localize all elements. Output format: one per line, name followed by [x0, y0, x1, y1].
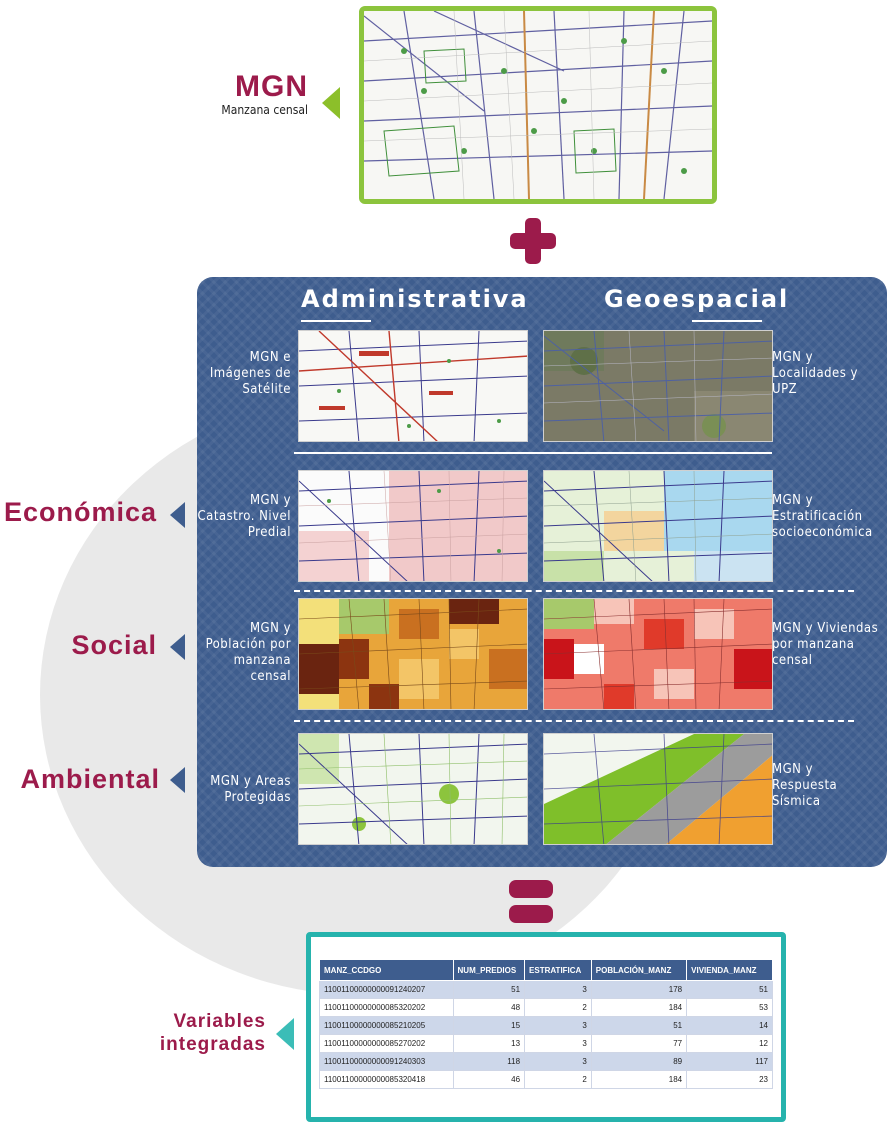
- map-estratificacion: [543, 470, 773, 582]
- label-mgn-poblacion: MGN y Población por manzana censal: [205, 621, 291, 684]
- mgn-subtitle: Manzana censal: [221, 103, 308, 117]
- cell: 23: [686, 1070, 773, 1089]
- result-title-line2: integradas: [159, 1034, 266, 1055]
- table-row: 11001100000000085320418 46 2 184 23: [319, 1070, 773, 1089]
- label-mgn-viviendas: MGN y Viviendas por manzana censal: [772, 621, 879, 668]
- cell: 117: [686, 1052, 773, 1071]
- cell: 51: [590, 1016, 688, 1035]
- equals-icon-bottom: [509, 905, 553, 923]
- col-vivienda-manz: VIVIENDA_MANZ: [686, 959, 773, 981]
- cell: 12: [686, 1034, 773, 1053]
- cell: 11001100000000091240207: [319, 980, 454, 999]
- table-row: 11001100000000085320202 48 2 184 53: [319, 998, 773, 1017]
- table-row: 11001100000000091240207 51 3 178 51: [319, 980, 773, 999]
- map-poblacion-manzana: [298, 598, 528, 710]
- side-title-social: Social: [71, 630, 157, 660]
- divider-solid: [294, 452, 772, 454]
- label-mgn-imagenes: MGN e Imágenes de Satélite: [209, 350, 291, 397]
- map-catastro-predial: [298, 470, 528, 582]
- result-title-line1: Variables: [173, 1011, 266, 1032]
- cell: 11001100000000085210205: [319, 1016, 454, 1035]
- column-underline: [301, 320, 371, 322]
- teal-pointer-icon: [276, 1018, 294, 1050]
- cell: 13: [452, 1034, 526, 1053]
- cell: 46: [452, 1070, 526, 1089]
- map-respuesta-sismica: [543, 733, 773, 845]
- cell: 3: [524, 980, 592, 999]
- cell: 178: [590, 980, 688, 999]
- cell: 11001100000000085320202: [319, 998, 454, 1017]
- side-title-economica: Económica: [3, 497, 157, 527]
- label-mgn-estratificacion: MGN y Estratificación socioeconómica: [772, 493, 873, 540]
- result-table-frame: MANZ_CCDGO NUM_PREDIOS ESTRATIFICA POBLA…: [306, 932, 786, 1122]
- blue-pointer-icon: [170, 634, 185, 660]
- table-header-row: MANZ_CCDGO NUM_PREDIOS ESTRATIFICA POBLA…: [319, 959, 773, 981]
- cell: 2: [524, 998, 592, 1017]
- mgn-title: MGN: [235, 70, 308, 103]
- divider-dashed: [294, 720, 854, 722]
- cell: 3: [524, 1034, 592, 1053]
- col-manz-ccdgo: MANZ_CCDGO: [319, 959, 454, 981]
- col-num-predios: NUM_PREDIOS: [452, 959, 526, 981]
- map-areas-protegidas: [298, 733, 528, 845]
- cell: 51: [686, 980, 773, 999]
- cell: 184: [590, 998, 688, 1017]
- table-row: 11001100000000085210205 15 3 51 14: [319, 1016, 773, 1035]
- mgn-base-map: [359, 6, 717, 204]
- result-title: Variables integradas: [120, 1010, 266, 1056]
- cell: 2: [524, 1070, 592, 1089]
- cell: 3: [524, 1016, 592, 1035]
- equals-icon-top: [509, 880, 553, 898]
- blue-pointer-icon: [170, 502, 185, 528]
- cell: 53: [686, 998, 773, 1017]
- col-poblacion-manz: POBLACIÓN_MANZ: [590, 959, 688, 981]
- result-table: MANZ_CCDGO NUM_PREDIOS ESTRATIFICA POBLA…: [319, 959, 773, 1089]
- map-imagenes-satelite: [298, 330, 528, 442]
- table-row: 11001100000000085270202 13 3 77 12: [319, 1034, 773, 1053]
- cell: 118: [452, 1052, 526, 1071]
- column-underline: [692, 320, 762, 322]
- cell: 184: [590, 1070, 688, 1089]
- cell: 48: [452, 998, 526, 1017]
- cell: 51: [452, 980, 526, 999]
- cell: 3: [524, 1052, 592, 1071]
- column-title-geoespacial: Geoespacial: [604, 285, 790, 313]
- cell: 11001100000000085320418: [319, 1070, 454, 1089]
- cell: 89: [590, 1052, 688, 1071]
- side-title-ambiental: Ambiental: [20, 764, 160, 794]
- column-title-administrativa: Administrativa: [301, 285, 529, 313]
- cell: 11001100000000091240303: [319, 1052, 454, 1071]
- map-localidades-upz: [543, 330, 773, 442]
- label-mgn-areas: MGN y Areas Protegidas: [210, 774, 291, 805]
- map-viviendas-manzana: [543, 598, 773, 710]
- label-mgn-localidades: MGN y Localidades y UPZ: [772, 350, 858, 397]
- blue-pointer-icon: [170, 767, 185, 793]
- plus-icon: [510, 218, 556, 264]
- label-mgn-sismica: MGN y Respuesta Sísmica: [772, 762, 838, 809]
- cell: 15: [452, 1016, 526, 1035]
- cell: 77: [590, 1034, 688, 1053]
- green-pointer-icon: [322, 87, 340, 119]
- cell: 14: [686, 1016, 773, 1035]
- divider-dashed: [294, 590, 854, 592]
- cell: 11001100000000085270202: [319, 1034, 454, 1053]
- label-mgn-catastro: MGN y Catastro. Nivel Predial: [197, 493, 291, 540]
- col-estratifica: ESTRATIFICA: [524, 959, 592, 981]
- table-row: 11001100000000091240303 118 3 89 117: [319, 1052, 773, 1071]
